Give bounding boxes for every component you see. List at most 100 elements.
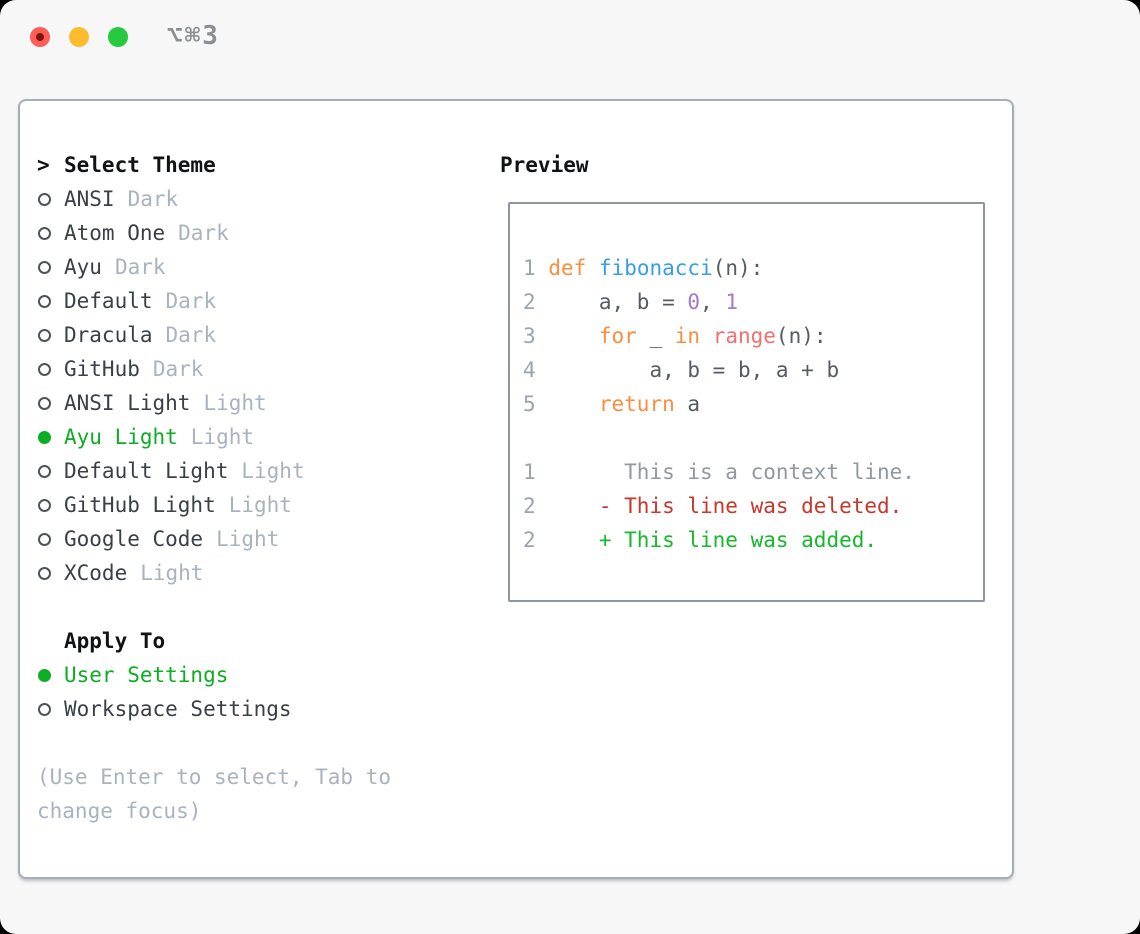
option-tag: Dark — [165, 323, 217, 347]
code-token: - This line was deleted. — [598, 494, 903, 518]
option-tag: Light — [228, 493, 292, 517]
theme-option-github[interactable]: GitHub Dark — [37, 352, 305, 386]
code-token: _ — [636, 324, 675, 348]
option-label: User Settings — [64, 663, 229, 687]
apply-to-label: Apply To — [64, 629, 166, 653]
radio-marker — [37, 328, 64, 342]
code-line: 2 a, b = 0, 1 — [523, 285, 915, 319]
preview-header: Preview — [500, 148, 589, 182]
focus-marker: > — [37, 153, 64, 177]
line-number: 2 — [523, 494, 536, 518]
help-line: (Use Enter to select, Tab to — [37, 765, 392, 789]
code-token: This is a context line. — [535, 460, 915, 484]
option-label: Default Light — [64, 459, 229, 483]
option-tag: Dark — [152, 357, 204, 381]
chevron-right-icon: > — [37, 153, 50, 177]
code-token — [536, 392, 599, 416]
option-tag: Dark — [165, 289, 217, 313]
option-tag: Light — [190, 425, 255, 449]
option-label: Workspace Settings — [64, 697, 292, 721]
theme-option-ansi[interactable]: ANSI Dark — [37, 182, 305, 216]
option-label: Ayu Light — [64, 425, 178, 449]
code-token: in — [674, 324, 701, 348]
line-number: 5 — [523, 392, 536, 416]
code-line: 2 - This line was deleted. — [523, 489, 915, 523]
apply-option-workspace-settings[interactable]: Workspace Settings — [37, 692, 292, 726]
select-theme-header: > Select Theme — [37, 148, 305, 182]
radio-selected-icon — [38, 668, 51, 682]
option-label: Atom One — [64, 221, 166, 245]
theme-option-default-light[interactable]: Default Light Light — [37, 454, 305, 488]
code-token — [536, 494, 599, 518]
apply-option-user-settings[interactable]: User Settings — [37, 658, 292, 692]
help-text: (Use Enter to select, Tab to change focus… — [37, 760, 391, 828]
radio-marker — [37, 260, 64, 274]
radio-icon — [38, 702, 51, 716]
option-label: GitHub — [64, 357, 140, 381]
line-number: 2 — [523, 290, 536, 314]
code-token: (n): — [712, 256, 764, 280]
option-label: Default — [64, 289, 153, 313]
theme-option-default[interactable]: Default Dark — [37, 284, 305, 318]
code-token: a — [674, 392, 701, 416]
code-line: 1 def fibonacci(n): — [523, 251, 915, 285]
radio-marker — [37, 566, 64, 580]
code-line — [523, 421, 915, 455]
radio-marker — [37, 464, 64, 478]
minimize-button-icon[interactable] — [69, 27, 89, 47]
code-token: def — [548, 256, 587, 280]
code-line: 1 This is a context line. — [523, 455, 915, 489]
radio-icon — [38, 328, 51, 342]
help-line: change focus) — [37, 799, 202, 823]
preview-label: Preview — [500, 153, 589, 177]
line-number: 1 — [523, 256, 536, 280]
option-label: ANSI Light — [64, 391, 191, 415]
radio-marker — [37, 430, 64, 444]
option-label: XCode — [64, 561, 128, 585]
code-token: 0 — [687, 290, 701, 314]
apply-to-header: Apply To — [37, 624, 292, 658]
radio-icon — [38, 362, 51, 376]
code-token — [536, 528, 599, 552]
radio-icon — [38, 294, 51, 308]
radio-icon — [38, 396, 51, 410]
line-number: 4 — [523, 358, 536, 382]
radio-marker — [37, 192, 64, 206]
line-number — [523, 421, 536, 455]
code-token: fibonacci — [598, 256, 713, 280]
line-number: 1 — [523, 460, 536, 484]
option-tag: Light — [241, 459, 305, 483]
option-label: Ayu — [64, 255, 102, 279]
code-token: for — [598, 324, 637, 348]
radio-icon — [38, 226, 51, 240]
radio-icon — [38, 260, 51, 274]
option-tag: Light — [216, 527, 280, 551]
option-tag: Dark — [127, 187, 179, 211]
code-token: range — [712, 324, 776, 348]
zoom-button-icon[interactable] — [108, 27, 128, 47]
code-line: 4 a, b = b, a + b — [523, 353, 915, 387]
radio-marker — [37, 362, 64, 376]
code-token: + This line was added. — [598, 528, 878, 552]
radio-icon — [38, 464, 51, 478]
radio-icon — [38, 192, 51, 206]
code-token — [536, 256, 549, 280]
code-line: 3 for _ in range(n): — [523, 319, 915, 353]
radio-selected-icon — [38, 430, 51, 444]
theme-option-ayu-light[interactable]: Ayu Light Light — [37, 420, 305, 454]
close-button-icon[interactable] — [30, 27, 50, 47]
option-label: ANSI — [64, 187, 115, 211]
